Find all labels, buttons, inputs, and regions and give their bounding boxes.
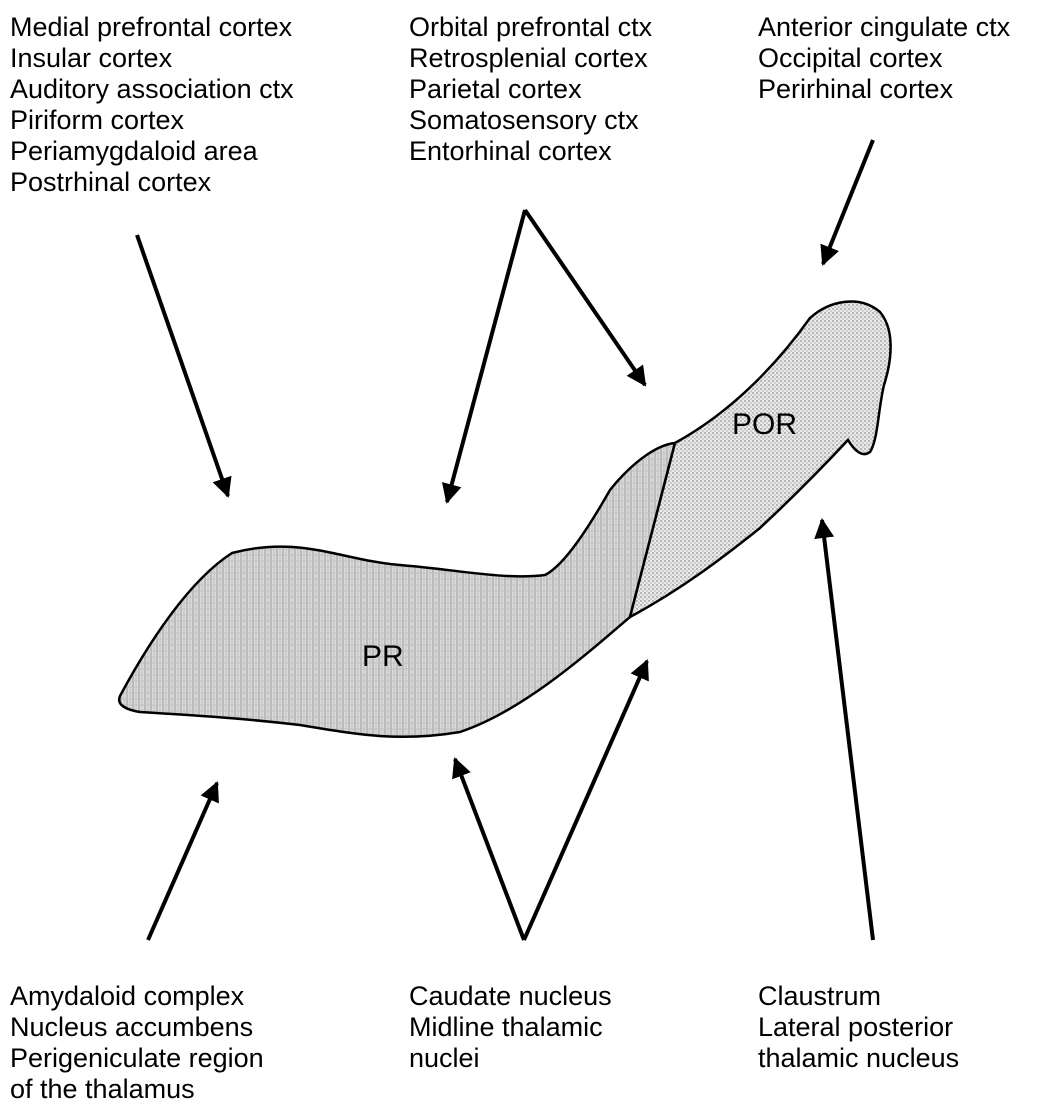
arrow-top-middle-to-por <box>525 210 645 385</box>
arrow-top-middle-to-pr <box>447 210 525 502</box>
arrow-bottom-middle-to-pr <box>455 759 524 940</box>
arrow-bottom-right-to-por <box>822 520 873 940</box>
por-label: POR <box>732 408 797 441</box>
arrow-bottom-middle-to-por <box>524 661 647 940</box>
pr-label: PR <box>362 640 404 673</box>
arrow-top-left-to-pr <box>137 235 228 496</box>
arrow-bottom-left-to-pr <box>148 783 217 940</box>
arrow-top-right-to-por <box>823 140 873 264</box>
pr-region <box>119 443 675 737</box>
